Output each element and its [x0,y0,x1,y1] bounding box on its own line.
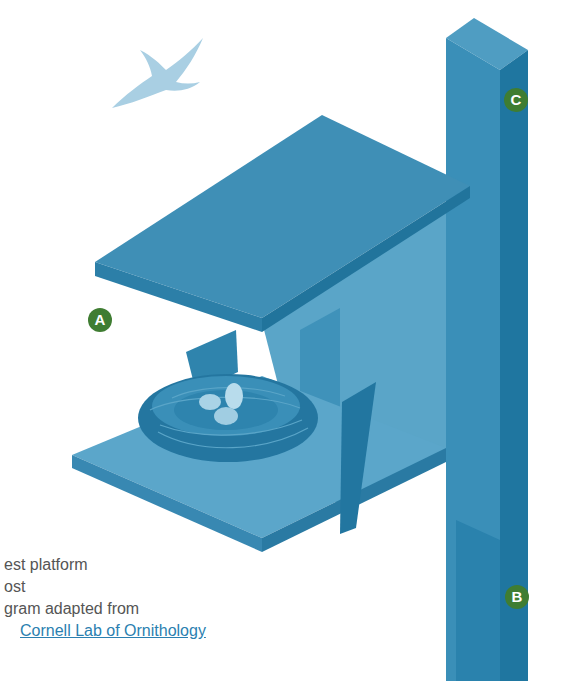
callout-circle [505,585,529,609]
roof-edge-left [95,262,262,332]
credit-link: Cornell Lab of Ornithology [20,621,206,641]
callout-circle [88,308,112,332]
egg [199,394,221,410]
callout-letter: C [504,88,528,112]
post-lower [456,520,500,681]
callout-letter: B [505,585,529,609]
credit-note: gram adapted from [4,599,139,619]
roof-edge-right [262,186,470,332]
nest-rim [152,376,300,436]
egg [225,383,243,409]
bird-silhouette [112,38,203,108]
platform-front-left [72,455,262,552]
legend-note: ost [4,577,25,597]
right-bracket [340,382,376,534]
callout-circle [504,88,528,112]
callout-letter: A [88,308,112,332]
legend-note: est platform [4,555,88,575]
post-front [446,38,500,681]
post-side [500,50,528,681]
nest [138,374,318,462]
egg [214,407,238,425]
